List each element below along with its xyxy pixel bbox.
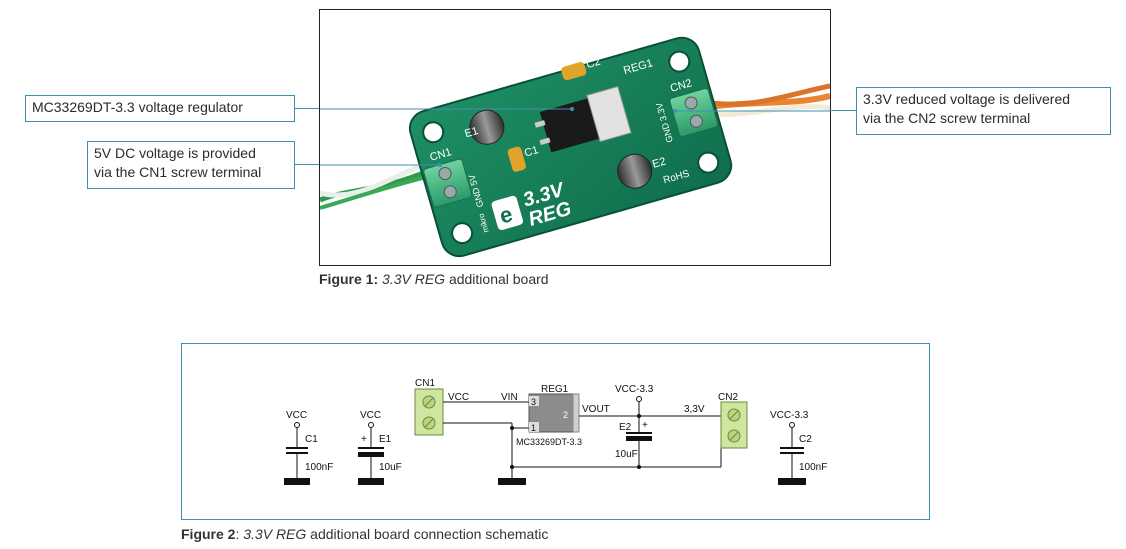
cn1-label: CN1 [415, 378, 435, 389]
e1-plus: + [361, 434, 367, 445]
silk-c1: C1 [523, 144, 540, 159]
vcc33-top-label: VCC-3.3 [615, 384, 654, 395]
figure2-caption-label: Figure 2 [181, 526, 236, 542]
gnd-symbol [358, 478, 384, 485]
reg1-pin1: 1 [531, 423, 536, 433]
c1-vcc-label: VCC [286, 410, 307, 421]
e2-plus: + [642, 420, 648, 431]
callout-output-line1: 3.3V reduced voltage is delivered [863, 91, 1071, 107]
mounting-hole [697, 151, 720, 174]
leader-input-outer [295, 164, 319, 165]
e2-capacitor [617, 153, 653, 189]
figure1-caption-label: Figure 1: [319, 271, 379, 287]
figure2-caption-rest: additional board connection schematic [310, 526, 549, 542]
vcc-net-label: VCC [448, 392, 469, 403]
c2-vcc-label: VCC-3.3 [770, 410, 809, 421]
reg1-pin3: 3 [531, 397, 536, 407]
mounting-hole [451, 222, 474, 245]
figure1-caption: Figure 1: 3.3V REG additional board [319, 271, 549, 287]
silk-e1: E1 [463, 125, 479, 140]
reg1-tab [586, 85, 632, 143]
e2-label: E2 [619, 422, 632, 433]
figure1-caption-title: 3.3V REG [382, 271, 446, 287]
reg1-part-number: MC33269DT-3.3 [516, 437, 582, 447]
figure2-caption-colon: : [235, 526, 240, 542]
callout-regulator: MC33269DT-3.3 voltage regulator [25, 95, 295, 122]
e1-capacitor [469, 109, 505, 145]
vin-label: VIN [501, 392, 518, 403]
callout-input-line1: 5V DC voltage is provided [94, 145, 256, 161]
mounting-hole [422, 121, 445, 144]
reg1-label: REG1 [541, 384, 569, 395]
c1-capacitor [507, 146, 526, 172]
output-wires [704, 83, 830, 118]
e1-value: 10uF [379, 462, 402, 473]
gnd-symbol [498, 478, 526, 485]
figure2-caption: Figure 2: 3.3V REG additional board conn… [181, 526, 548, 542]
gnd-symbol [284, 478, 310, 485]
callout-output-line2: via the CN2 screw terminal [863, 110, 1031, 126]
silk-c2: C2 [585, 56, 602, 71]
e1-label: E1 [379, 434, 392, 445]
leader-output-outer [830, 110, 856, 111]
callout-regulator-text: MC33269DT-3.3 voltage regulator [32, 99, 243, 115]
reg1-regulator: REG1 3 2 1 MC33269DT-3.3 [516, 384, 582, 447]
cn1-terminal [423, 158, 473, 208]
schematic-diagram: VCC C1 100nF VCC + E1 1 [284, 378, 827, 485]
mikroe-logo [491, 195, 523, 230]
board-photo: CN1 CN2 C2 C1 E1 E2 REG1 GND 5V GND 3.3V… [319, 9, 831, 266]
cn2-terminal [669, 88, 719, 138]
callout-input-line2: via the CN1 screw terminal [94, 164, 262, 180]
reg1-pin2: 2 [563, 410, 568, 420]
c1-value: 100nF [305, 462, 333, 473]
pcb-board: CN1 CN2 C2 C1 E1 E2 REG1 GND 5V GND 3.3V… [408, 36, 733, 258]
mounting-hole [668, 50, 691, 73]
figure1-caption-rest: additional board [448, 271, 549, 287]
c2-decoupling: VCC-3.3 C2 100nF [770, 410, 827, 485]
c2-value: 100nF [799, 462, 827, 473]
callout-input: 5V DC voltage is provided via the CN1 sc… [87, 141, 295, 189]
net-33v-label: 3,3V [684, 404, 705, 415]
e1-vcc-label: VCC [360, 410, 381, 421]
cn1-connector: CN1 [414, 378, 444, 436]
leader-regulator-outer [295, 108, 319, 109]
callout-output: 3.3V reduced voltage is delivered via th… [856, 87, 1111, 135]
board-illustration: CN1 CN2 C2 C1 E1 E2 REG1 GND 5V GND 3.3V… [320, 36, 830, 258]
c1-decoupling: VCC C1 100nF [284, 410, 333, 485]
vout-label: VOUT [582, 404, 610, 415]
schematic-frame: VCC C1 100nF VCC + E1 1 [181, 343, 930, 520]
reg1-chip [539, 98, 600, 153]
e1-bulk-cap: VCC + E1 10uF [358, 410, 402, 485]
silk-e2: E2 [651, 155, 667, 170]
e2-value: 10uF [615, 449, 638, 460]
cn2-connector: CN2 [718, 392, 748, 449]
silk-cn1: CN1 [429, 146, 453, 164]
c2-capacitor [561, 62, 587, 81]
figure2-caption-title: 3.3V REG [243, 526, 307, 542]
c2-label: C2 [799, 434, 812, 445]
cn2-label: CN2 [718, 392, 738, 403]
silk-cn2: CN2 [669, 77, 693, 95]
input-wires [320, 159, 432, 210]
gnd-symbol [778, 478, 806, 485]
c1-label: C1 [305, 434, 318, 445]
